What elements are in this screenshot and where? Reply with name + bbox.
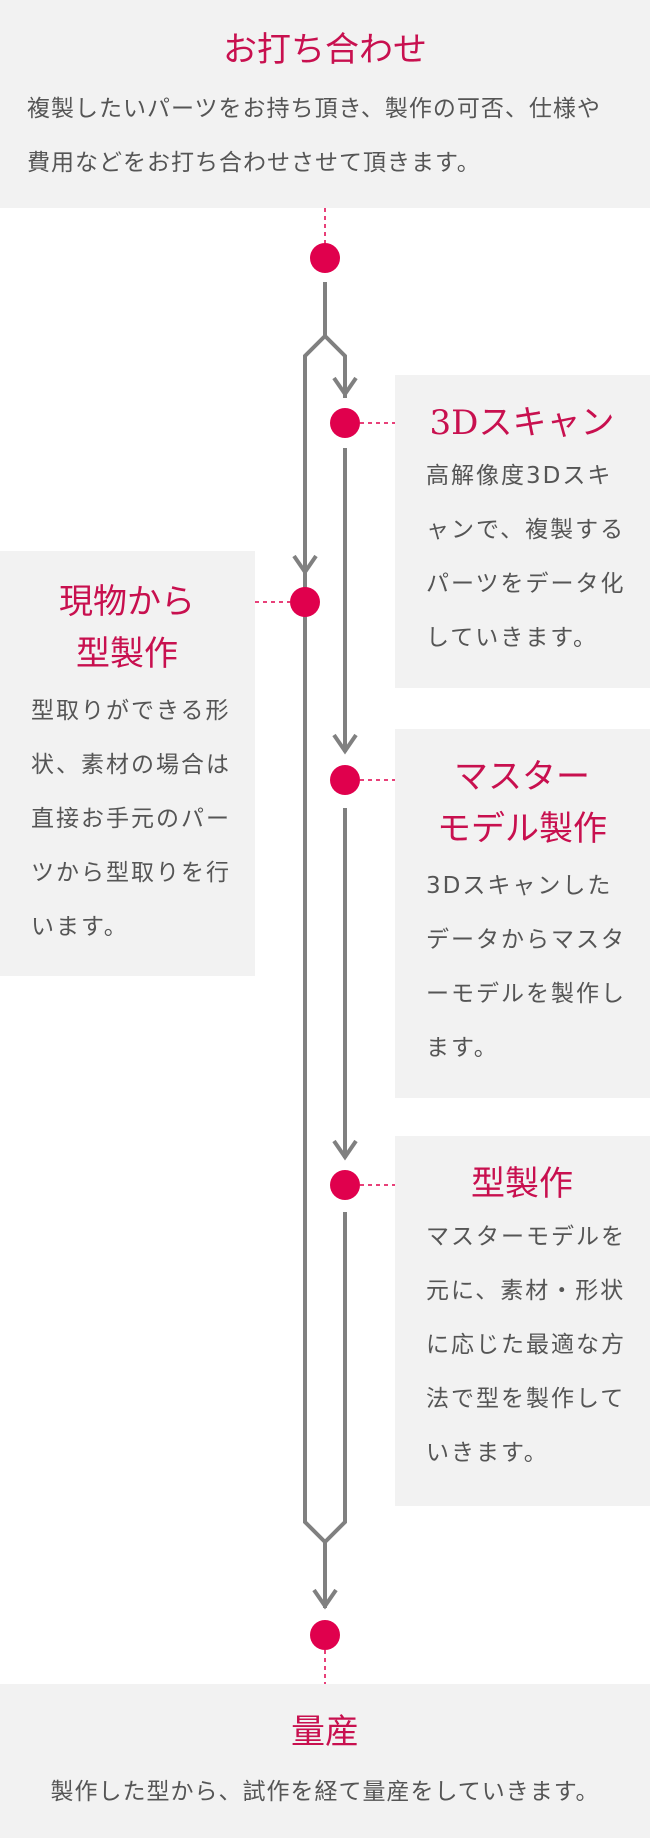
flow-lines <box>303 282 347 1608</box>
mold-desc: マスターモデルを元に、素材・形状に応じた最適な方法で型を製作していきます。 <box>426 1224 626 1466</box>
mass-production-desc: 製作した型から、試作を経て量産をしていきます。 <box>50 1779 600 1805</box>
arrow-head-icon <box>332 733 358 755</box>
master-model-title: マスター モデル製作 <box>426 751 618 855</box>
master-model-title-line1: マスター <box>454 757 590 797</box>
master-model-box: マスター モデル製作 3Dスキャンしたデータからマスターモデルを製作します。 <box>395 729 650 1098</box>
box-connectors <box>255 422 395 1186</box>
arrow-head-icon <box>332 376 358 398</box>
scan3d-box: 3Dスキャン 高解像度3Dスキャンで、複製するパーツをデータ化していきます。 <box>395 375 650 688</box>
consultation-desc: 複製したいパーツをお持ち頂き、製作の可否、仕様や費用などをお打ち合わせさせて頂き… <box>27 96 601 176</box>
left-branch-line <box>303 334 327 1544</box>
right-branch-line <box>323 334 347 398</box>
consultation-box: お打ち合わせ 複製したいパーツをお持ち頂き、製作の可否、仕様や費用などをお打ち合… <box>0 0 650 208</box>
mold-title: 型製作 <box>471 1164 573 1204</box>
direct-mold-desc: 型取りができる形状、素材の場合は直接お手元のパーツから型取りを行います。 <box>31 698 231 940</box>
dot-direct-mold <box>290 587 320 617</box>
arrow-heads <box>292 376 358 1610</box>
scan3d-desc: 高解像度3Dスキャンで、複製するパーツをデータ化していきます。 <box>426 463 626 651</box>
arrow-head-icon <box>332 1139 358 1161</box>
master-model-title-line2: モデル製作 <box>437 809 607 849</box>
direct-mold-box: 現物から 型製作 型取りができる形状、素材の場合は直接お手元のパーツから型取りを… <box>0 551 255 976</box>
dot-end <box>310 1620 340 1650</box>
mass-production-title: 量産 <box>291 1712 359 1752</box>
dot-start <box>310 243 340 273</box>
direct-mold-title-line2: 型製作 <box>76 634 178 674</box>
direct-mold-title-line1: 現物から <box>59 582 195 622</box>
mass-production-box: 量産 製作した型から、試作を経て量産をしていきます。 <box>0 1684 650 1838</box>
scan3d-title: 3Dスキャン <box>429 403 615 443</box>
mold-box: 型製作 マスターモデルを元に、素材・形状に応じた最適な方法で型を製作していきます… <box>395 1136 650 1506</box>
right-line-3 <box>323 1212 347 1544</box>
dot-mold <box>330 1170 360 1200</box>
flow-dots <box>290 243 360 1650</box>
arrow-head-icon <box>312 1588 338 1610</box>
arrow-head-icon <box>292 554 318 576</box>
dot-3d-scan <box>330 408 360 438</box>
consultation-title: お打ち合わせ <box>223 30 427 70</box>
direct-mold-title: 現物から 型製作 <box>31 576 223 680</box>
master-model-desc: 3Dスキャンしたデータからマスターモデルを製作します。 <box>426 873 626 1061</box>
dot-master-model <box>330 765 360 795</box>
